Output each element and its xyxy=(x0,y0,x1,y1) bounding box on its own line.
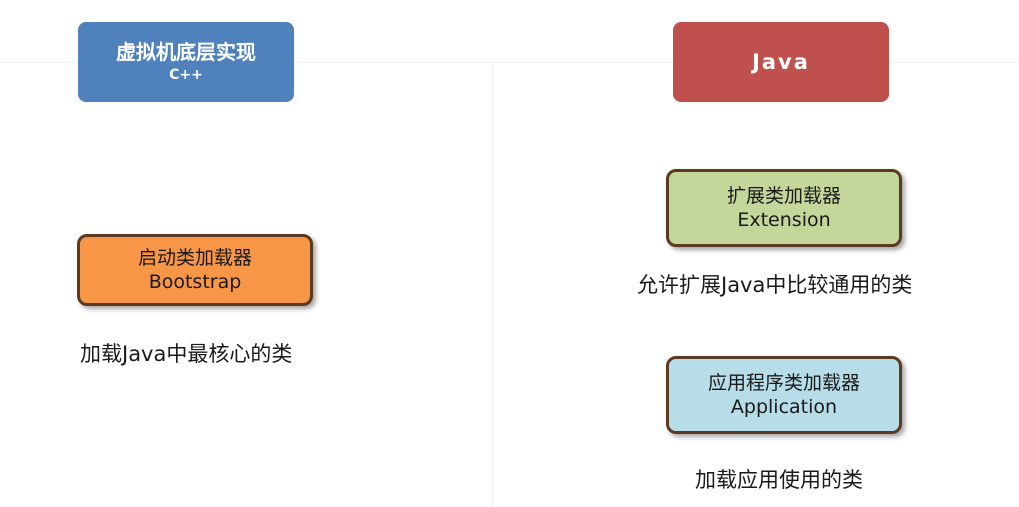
vertical-divider xyxy=(492,64,493,507)
bootstrap-loader-name: 启动类加载器 xyxy=(137,247,252,269)
application-description: 加载应用使用的类 xyxy=(695,468,863,492)
extension-description: 允许扩展Java中比较通用的类 xyxy=(637,273,913,297)
bootstrap-description: 加载Java中最核心的类 xyxy=(80,342,293,366)
application-loader-name: 应用程序类加载器 xyxy=(707,372,860,394)
native-header-title: 虚拟机底层实现 xyxy=(116,40,256,64)
horizontal-divider xyxy=(0,62,1019,63)
extension-loader-name: 扩展类加载器 xyxy=(726,185,841,207)
bootstrap-loader-english: Bootstrap xyxy=(148,271,242,293)
bootstrap-loader-box: 启动类加载器 Bootstrap xyxy=(77,234,313,306)
native-implementation-header: 虚拟机底层实现 C++ xyxy=(78,22,294,102)
native-header-subtitle: C++ xyxy=(169,67,203,83)
extension-loader-english: Extension xyxy=(737,209,831,231)
application-loader-english: Application xyxy=(730,396,838,418)
extension-loader-box: 扩展类加载器 Extension xyxy=(666,169,902,247)
java-header: Java xyxy=(673,22,889,102)
java-header-title: Java xyxy=(752,50,810,74)
application-loader-box: 应用程序类加载器 Application xyxy=(666,356,902,434)
